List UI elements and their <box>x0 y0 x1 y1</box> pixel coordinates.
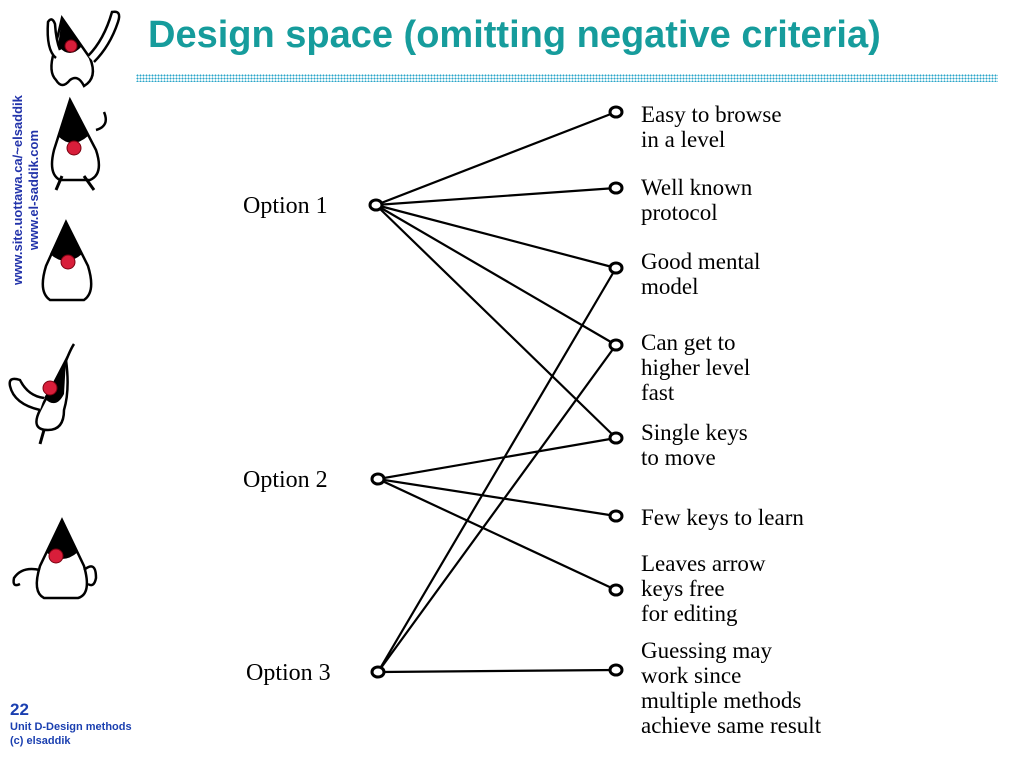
slide-title: Design space (omitting negative criteria… <box>148 14 881 56</box>
criterion-line: Can get to <box>641 330 736 355</box>
criterion-line: Well known <box>641 175 753 200</box>
title-divider <box>136 74 998 82</box>
criterion-node-8 <box>608 663 624 677</box>
option-node-1 <box>368 198 384 212</box>
link-opt1-c5 <box>375 204 617 439</box>
duke-mascot-icon <box>8 343 76 445</box>
criterion-line: to move <box>641 445 716 470</box>
criterion-node-7 <box>608 583 624 597</box>
criterion-line: multiple methods <box>641 688 801 713</box>
option-node-3 <box>370 665 386 679</box>
criterion-node-1 <box>608 105 624 119</box>
criterion-line: Easy to browse <box>641 102 782 127</box>
link-opt3-c3 <box>377 267 617 673</box>
duke-mascot-icon <box>46 10 121 88</box>
criterion-node-3 <box>608 261 624 275</box>
criterion-line: higher level <box>641 355 750 380</box>
criterion-node-5 <box>608 431 624 445</box>
criterion-line: work since <box>641 663 741 688</box>
criterion-line: Few keys to learn <box>641 505 804 530</box>
link-opt1-c3 <box>375 203 617 270</box>
link-opt1-c4 <box>375 204 617 346</box>
criterion-line: keys free <box>641 576 725 601</box>
criterion-node-6 <box>608 509 624 523</box>
option-label-1: Option 1 <box>243 193 328 219</box>
criterion-line: achieve same result <box>641 713 822 738</box>
duke-mascot-icon <box>41 219 93 302</box>
criterion-line: protocol <box>641 200 718 225</box>
criterion-label-6: Few keys to learn <box>641 505 804 530</box>
duke-mascot-icon <box>50 96 107 191</box>
mascot-column <box>8 10 121 600</box>
slide-footer: 22 Unit D-Design methods (c) elsaddik <box>10 700 132 748</box>
duke-mascot-icon <box>12 517 98 600</box>
criterion-line: fast <box>641 380 675 405</box>
criterion-line: Leaves arrow <box>641 551 766 576</box>
link-opt3-c4 <box>377 344 617 673</box>
criterion-line: Single keys <box>641 420 748 445</box>
criterion-node-2 <box>608 181 624 195</box>
footer-copyright: (c) elsaddik <box>10 735 71 747</box>
link-opt2-c7 <box>377 478 617 591</box>
criterion-line: Good mental <box>641 249 760 274</box>
option-label-2: Option 2 <box>243 467 328 493</box>
criterion-line: in a level <box>641 127 725 152</box>
footer-unit: Unit D-Design methods <box>10 721 132 733</box>
page-number: 22 <box>10 700 29 719</box>
option-label-3: Option 3 <box>246 660 331 686</box>
option-node-2 <box>370 472 386 486</box>
criterion-line: for editing <box>641 601 738 626</box>
criterion-line: Guessing may <box>641 638 772 663</box>
link-opt2-c6 <box>377 477 617 518</box>
link-opt1-c1 <box>375 110 617 207</box>
link-opt2-c5 <box>377 436 617 481</box>
link-opt3-c8 <box>377 668 617 674</box>
criterion-line: model <box>641 274 699 299</box>
criterion-node-4 <box>608 338 624 352</box>
link-opt1-c2 <box>375 186 617 207</box>
